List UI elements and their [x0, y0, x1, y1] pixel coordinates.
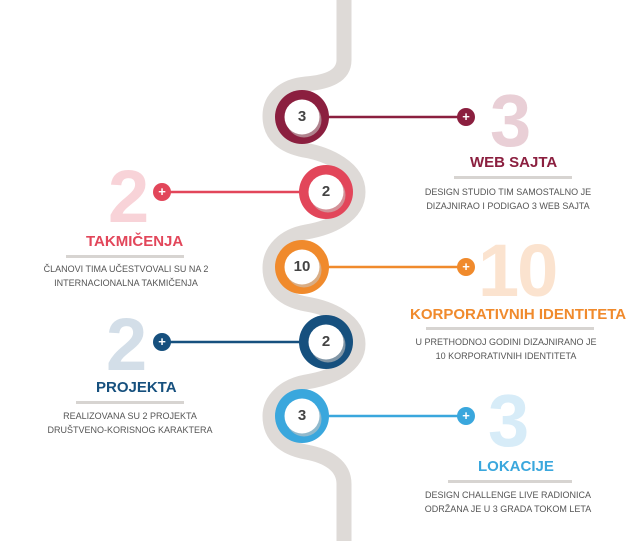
- road-path: [262, 0, 366, 541]
- milestone-2-big-number: 2: [108, 155, 149, 238]
- milestone-2-title: TAKMIČENJA: [86, 233, 184, 250]
- milestone-3-desc-line-1: U PRETHODNOJ GODINI DIZAJNIRANO JE: [415, 337, 597, 347]
- milestone-4-underline: [76, 401, 184, 404]
- milestone-3-desc-line-2: 10 KORPORATIVNIH IDENTITETA: [435, 351, 577, 361]
- milestone-3-title: KORPORATIVNIH IDENTITETA: [410, 306, 627, 323]
- milestone-2-underline: [66, 255, 184, 258]
- plus-icon-5: +: [457, 407, 475, 425]
- node-2-number: 2: [321, 183, 331, 200]
- milestone-2-desc-line-2: INTERNACIONALNA TAKMIČENJA: [54, 278, 198, 288]
- node-5-number: 3: [297, 407, 307, 424]
- node-3: [275, 240, 329, 294]
- milestone-3-big-number: 10: [478, 229, 558, 312]
- plus-icon-3: +: [457, 258, 475, 276]
- node-2: [299, 165, 353, 219]
- milestone-5-underline: [448, 480, 572, 483]
- milestone-5-big-number: 3: [488, 379, 529, 462]
- node-4-number: 2: [321, 333, 331, 350]
- milestone-1-title: WEB SAJTA: [470, 154, 558, 171]
- node-1: [275, 90, 329, 144]
- milestone-4-desc-line-1: REALIZOVANA SU 2 PROJEKTA: [63, 411, 197, 421]
- milestone-3-underline: [426, 327, 594, 330]
- milestone-5-desc-line-2: ODRŽANA JE U 3 GRADA TOKOM LETA: [424, 504, 592, 514]
- milestone-4-desc-line-2: DRUŠTVENO-KORISNOG KARAKTERA: [47, 425, 213, 435]
- plus-icon-1: +: [457, 108, 475, 126]
- plus-icon-4: +: [153, 333, 171, 351]
- milestone-4-big-number: 2: [106, 303, 147, 386]
- milestone-1-desc-line-2: DIZAJNIRAO I PODIGAO 3 WEB SAJTA: [426, 201, 590, 211]
- milestone-1-underline: [454, 176, 572, 179]
- milestone-5-title: LOKACIJE: [478, 458, 554, 475]
- milestone-5-desc-line-1: DESIGN CHALLENGE LIVE RADIONICA: [424, 490, 592, 500]
- milestone-1-big-number: 3: [490, 79, 531, 162]
- milestone-4-title: PROJEKTA: [96, 379, 177, 396]
- milestone-2-desc-line-1: ČLANOVI TIMA UČESTVOVALI SU NA 2: [43, 264, 209, 274]
- node-5: [275, 389, 329, 443]
- node-3-number: 10: [293, 258, 311, 275]
- node-4: [299, 315, 353, 369]
- node-1-number: 3: [297, 108, 307, 125]
- plus-icon-2: +: [153, 183, 171, 201]
- milestone-1-desc-line-1: DESIGN STUDIO TIM SAMOSTALNO JE: [424, 187, 592, 197]
